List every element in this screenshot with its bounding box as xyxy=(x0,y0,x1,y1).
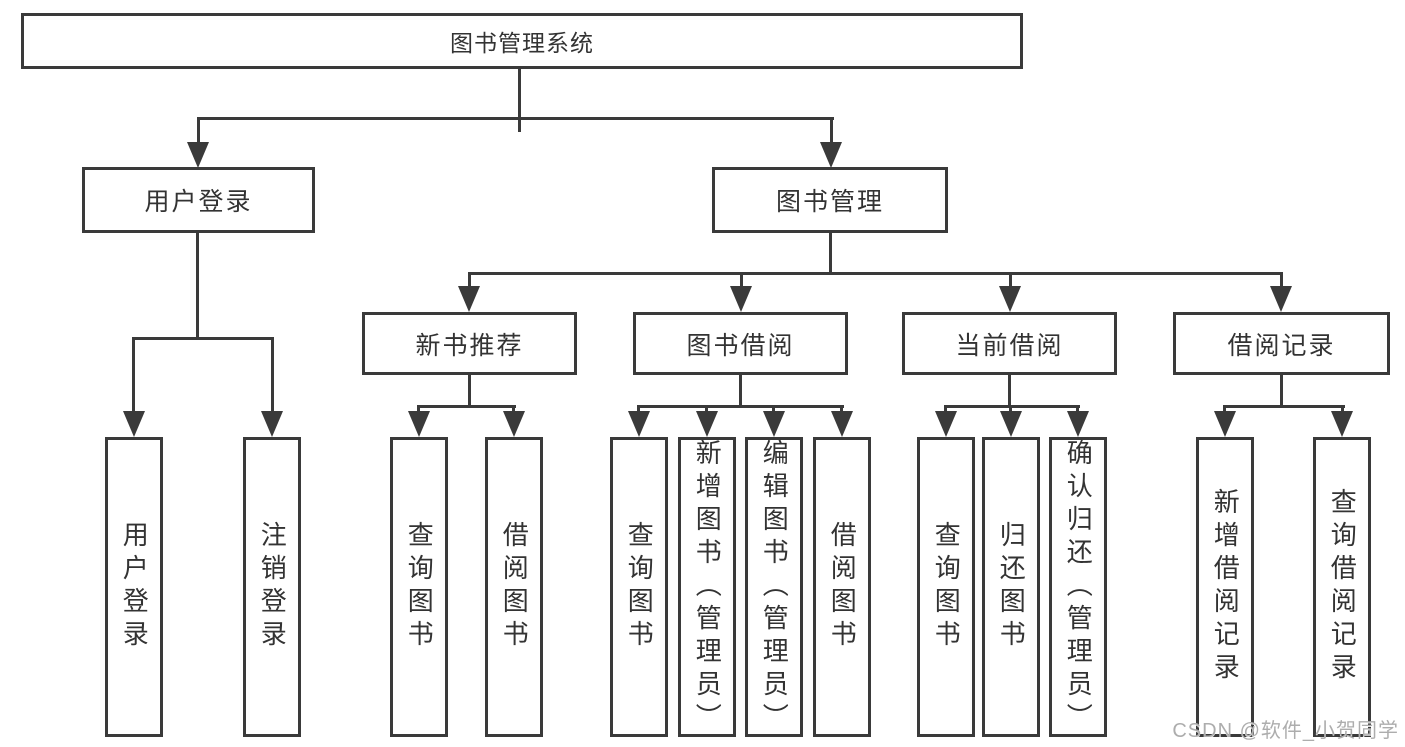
connector-vline xyxy=(1280,375,1283,407)
node-label: 查询图书 xyxy=(404,521,435,653)
node-new-book-recommendation: 新书推荐 xyxy=(362,312,577,375)
node-label: 注销登录 xyxy=(257,521,288,653)
node-label: 图书管理 xyxy=(775,188,884,216)
connector-vline xyxy=(1341,405,1344,413)
arrow-down-icon xyxy=(261,411,283,437)
connector-vline xyxy=(740,272,743,289)
connector-vline xyxy=(271,337,274,413)
arrow-down-icon xyxy=(1214,411,1236,437)
arrow-down-icon xyxy=(935,411,957,437)
connector-hline xyxy=(1223,405,1345,408)
leaf-query-books-borrowing: 查询图书 xyxy=(610,437,668,737)
node-book-borrowing: 图书借阅 xyxy=(633,312,848,375)
connector-vline xyxy=(512,405,515,413)
connector-vline xyxy=(1223,405,1226,413)
connector-vline xyxy=(1009,405,1012,413)
connector-vline xyxy=(196,233,199,337)
node-label: 用户登录 xyxy=(144,188,253,216)
node-label: 借阅记录 xyxy=(1227,331,1336,360)
leaf-user-login: 用户登录 xyxy=(105,437,163,737)
connector-hline xyxy=(945,405,1080,408)
connector-vline xyxy=(739,375,742,407)
connector-vline xyxy=(518,120,521,132)
connector-vline xyxy=(772,405,775,413)
node-current-borrowing: 当前借阅 xyxy=(902,312,1117,375)
leaf-logout: 注销登录 xyxy=(243,437,301,737)
leaf-borrow-books-recommend: 借阅图书 xyxy=(485,437,543,737)
leaf-edit-book-admin: 编辑图书（管理员） xyxy=(745,437,803,737)
connector-hline xyxy=(468,272,1282,275)
connector-vline xyxy=(705,405,708,413)
arrow-down-icon xyxy=(458,286,480,312)
arrow-down-icon xyxy=(831,411,853,437)
node-label: 当前借阅 xyxy=(955,331,1064,360)
arrow-down-icon xyxy=(628,411,650,437)
arrow-down-icon xyxy=(1331,411,1353,437)
leaf-add-borrow-record: 新增借阅记录 xyxy=(1196,437,1254,737)
connector-vline xyxy=(468,375,471,407)
leaf-confirm-return-admin: 确认归还（管理员） xyxy=(1049,437,1107,737)
connector-vline xyxy=(829,233,832,274)
connector-vline xyxy=(830,117,833,146)
connector-vline xyxy=(944,405,947,413)
node-label: 归还图书 xyxy=(996,521,1027,653)
arrow-down-icon xyxy=(730,286,752,312)
connector-hline xyxy=(638,405,844,408)
node-label: 用户登录 xyxy=(119,521,150,653)
connector-hline xyxy=(197,117,834,120)
arrow-down-icon xyxy=(123,411,145,437)
leaf-query-books-current: 查询图书 xyxy=(917,437,975,737)
connector-vline xyxy=(637,405,640,413)
connector-vline xyxy=(1076,405,1079,413)
connector-vline xyxy=(1008,375,1011,407)
arrow-down-icon xyxy=(696,411,718,437)
arrow-down-icon xyxy=(1067,411,1089,437)
node-label: 新书推荐 xyxy=(415,331,524,360)
connector-vline xyxy=(840,405,843,413)
connector-hline xyxy=(133,337,274,340)
node-book-management: 图书管理 xyxy=(712,167,948,233)
connector-vline xyxy=(417,405,420,413)
node-user-login: 用户登录 xyxy=(82,167,315,233)
csdn-watermark: CSDN @软件_小贺同学 xyxy=(1172,720,1399,742)
leaf-return-books: 归还图书 xyxy=(982,437,1040,737)
node-label: 编辑图书（管理员） xyxy=(759,438,790,736)
node-label: 查询图书 xyxy=(931,521,962,653)
arrow-down-icon xyxy=(408,411,430,437)
node-borrowing-records: 借阅记录 xyxy=(1173,312,1390,375)
leaf-borrow-books-borrowing: 借阅图书 xyxy=(813,437,871,737)
leaf-add-book-admin: 新增图书（管理员） xyxy=(678,437,736,737)
node-label: 图书借阅 xyxy=(686,331,795,360)
arrow-down-icon xyxy=(187,142,209,168)
node-label: 新增借阅记录 xyxy=(1210,488,1241,686)
arrow-down-icon xyxy=(820,142,842,168)
arrow-down-icon xyxy=(1270,286,1292,312)
node-label: 图书管理系统 xyxy=(450,30,594,56)
node-label: 查询图书 xyxy=(624,521,655,653)
node-label: 借阅图书 xyxy=(827,521,858,653)
node-label: 新增图书（管理员） xyxy=(692,438,723,736)
arrow-down-icon xyxy=(763,411,785,437)
node-label: 确认归还（管理员） xyxy=(1063,438,1094,736)
node-label: 查询借阅记录 xyxy=(1327,488,1358,686)
connector-vline xyxy=(468,272,471,289)
connector-hline xyxy=(418,405,516,408)
leaf-query-books-recommend: 查询图书 xyxy=(390,437,448,737)
connector-vline xyxy=(197,117,200,146)
node-library-management-system: 图书管理系统 xyxy=(21,13,1023,69)
connector-vline xyxy=(1009,272,1012,289)
connector-vline xyxy=(1280,272,1283,289)
arrow-down-icon xyxy=(1000,411,1022,437)
leaf-query-borrow-record: 查询借阅记录 xyxy=(1313,437,1371,737)
arrow-down-icon xyxy=(503,411,525,437)
connector-vline xyxy=(518,69,521,119)
connector-vline xyxy=(132,337,135,413)
node-label: 借阅图书 xyxy=(499,521,530,653)
arrow-down-icon xyxy=(999,286,1021,312)
